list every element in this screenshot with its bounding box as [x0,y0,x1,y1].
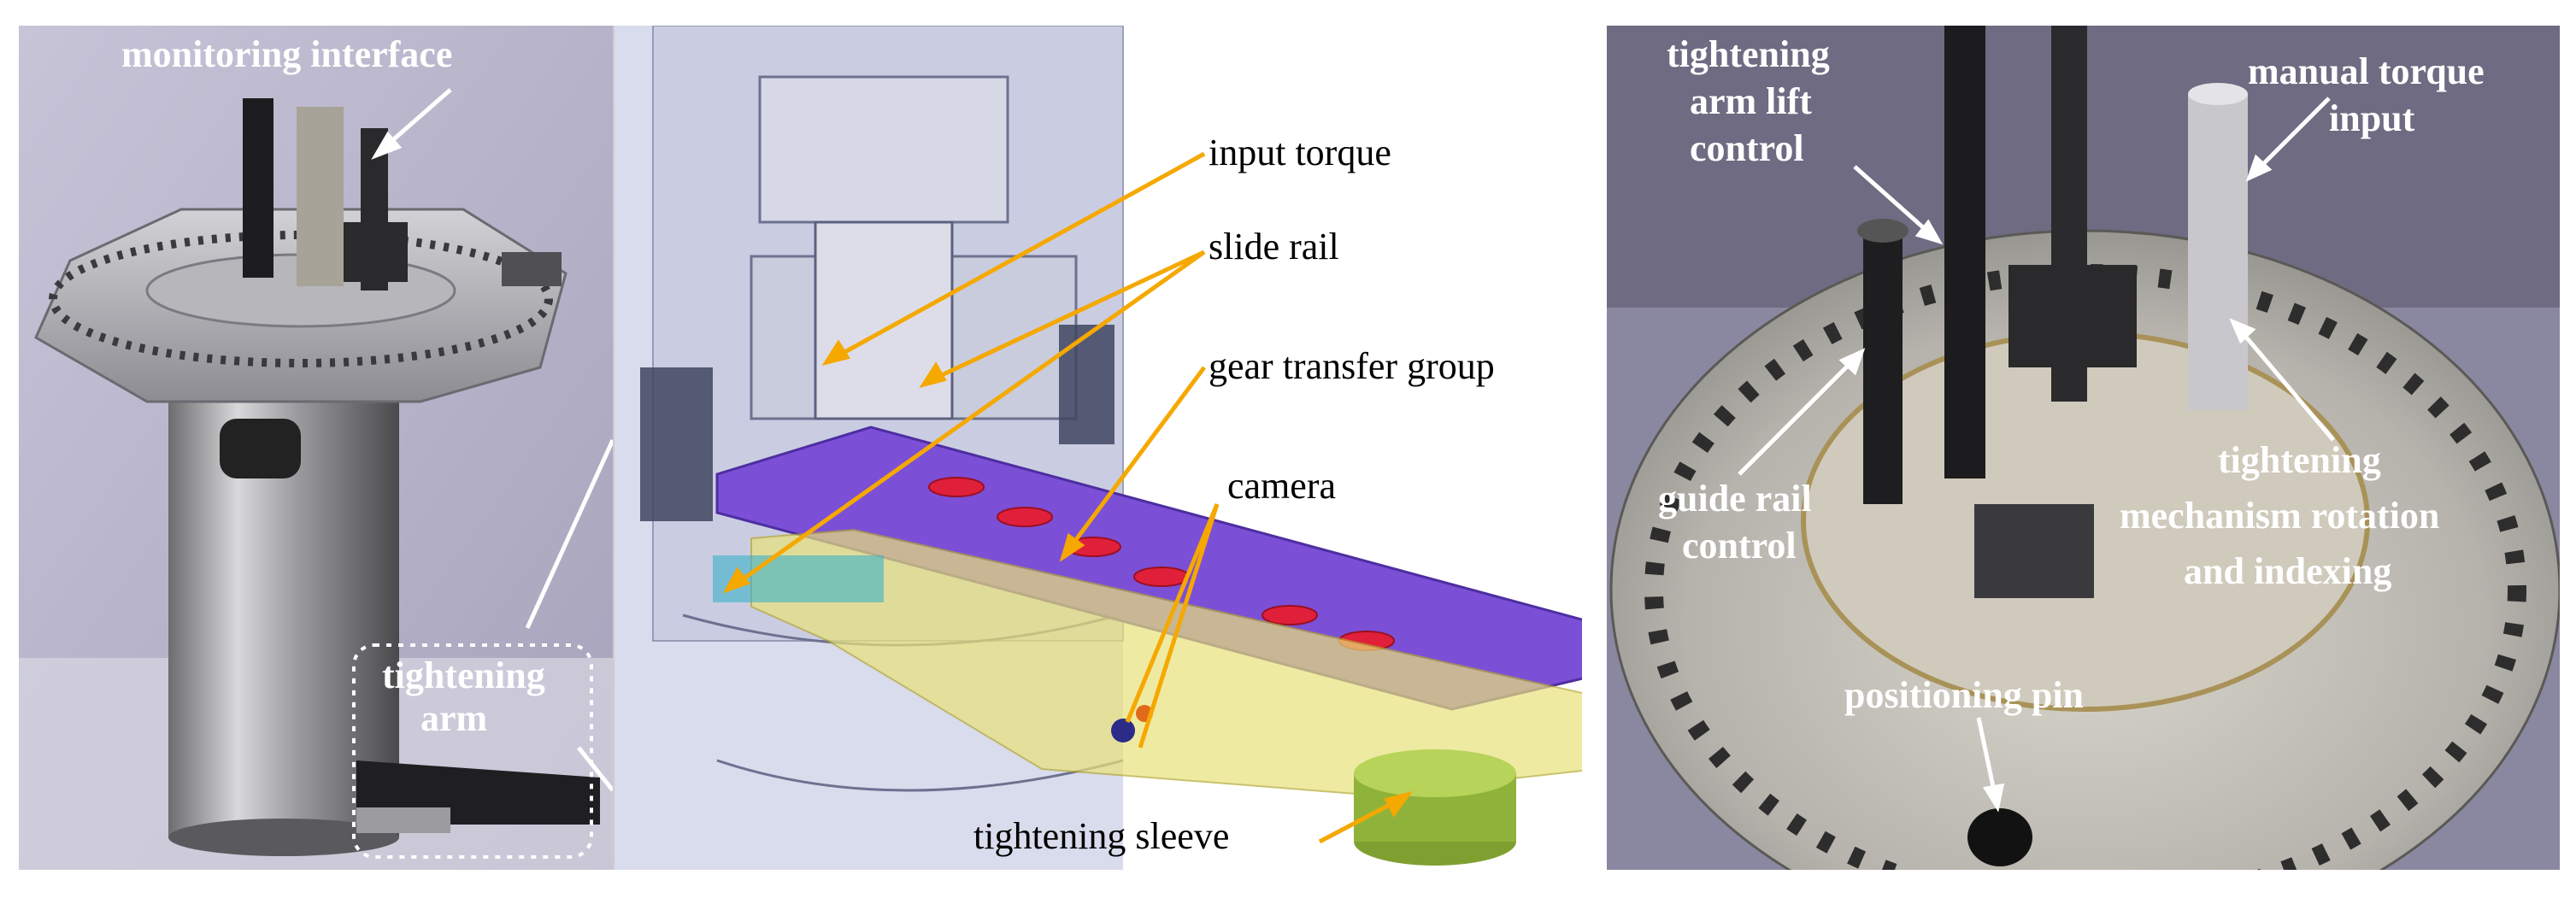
shaft [243,98,273,278]
arrow-slide-rail-2 [732,249,1206,588]
label-positioning-pin: positioning pin [1844,674,2084,716]
arrow-camera-2 [1138,503,1220,748]
label-monitoring-interface: monitoring interface [121,33,452,75]
camera [1111,719,1135,743]
label-slide-rail: slide rail [1209,226,1339,267]
arrow-lift-control [1853,165,1933,237]
tightening-arm-highlight [352,643,593,859]
label-manual-line2: input [2329,97,2415,139]
right-photo-panel: tightening arm lift control manual torqu… [1607,26,2560,870]
arrow-slide-rail-1 [929,249,1206,383]
arrow-camera-1 [1125,503,1220,723]
label-lift-line3: control [1690,127,1804,169]
arrow-manual-torque [2255,97,2331,173]
label-rotation-line2: mechanism rotation [2120,495,2439,537]
label-input-torque: input torque [1209,132,1391,173]
label-camera: camera [1227,465,1336,507]
label-lift-line2: arm lift [1690,80,1812,122]
label-guide-line1: guide rail [1658,478,1812,520]
left-photo: monitoring interface tightening arm [19,26,613,870]
tightening-sleeve [1354,749,1516,866]
label-manual-line1: manual torque [2248,50,2485,92]
label-rotation-line3: and indexing [2184,550,2391,592]
arrow-positioning-pin [1976,717,1998,800]
label-gear-transfer-group: gear transfer group [1209,345,1495,387]
right-photo: tightening arm lift control manual torqu… [1607,26,2560,870]
middle-cad-panel: input torque slide rail gear transfer gr… [615,26,1582,870]
arrow-tightening-arm-down [577,746,613,792]
left-photo-panel: monitoring interface tightening arm [19,26,615,870]
right-labels: tightening arm lift control manual torqu… [1658,33,2485,716]
arrow-tightening-sleeve [1318,796,1403,844]
manual-shaft [297,107,344,286]
label-tightening-sleeve: tightening sleeve [973,815,1229,857]
lift-control-rod [1944,26,1985,478]
white-arrows [1738,97,2335,813]
arrow-rotation [2238,327,2335,442]
orange-arrows [722,151,1414,844]
cad-drawing: input torque slide rail gear transfer gr… [615,26,1582,870]
label-tightening-arm-line1: tightening [382,655,545,696]
arrow-input-torque [831,151,1206,361]
torque-input-column [814,220,954,420]
label-tightening-arm-line2: arm [421,697,487,739]
label-lift-line1: tightening [1667,33,1830,75]
guide-rail-rod [1863,231,1903,504]
index-hole-ring [1644,264,2526,870]
white-arrows [371,88,613,792]
arrow-guide-rail [1738,357,1856,476]
manual-torque-rod [2188,94,2248,410]
positioning-pin [1967,808,2032,866]
arrow-gear-transfer [1065,366,1207,553]
label-rotation-line1: tightening [2218,439,2381,481]
arrow-tightening-arm-up [525,438,613,630]
label-guide-line2: control [1682,525,1797,566]
